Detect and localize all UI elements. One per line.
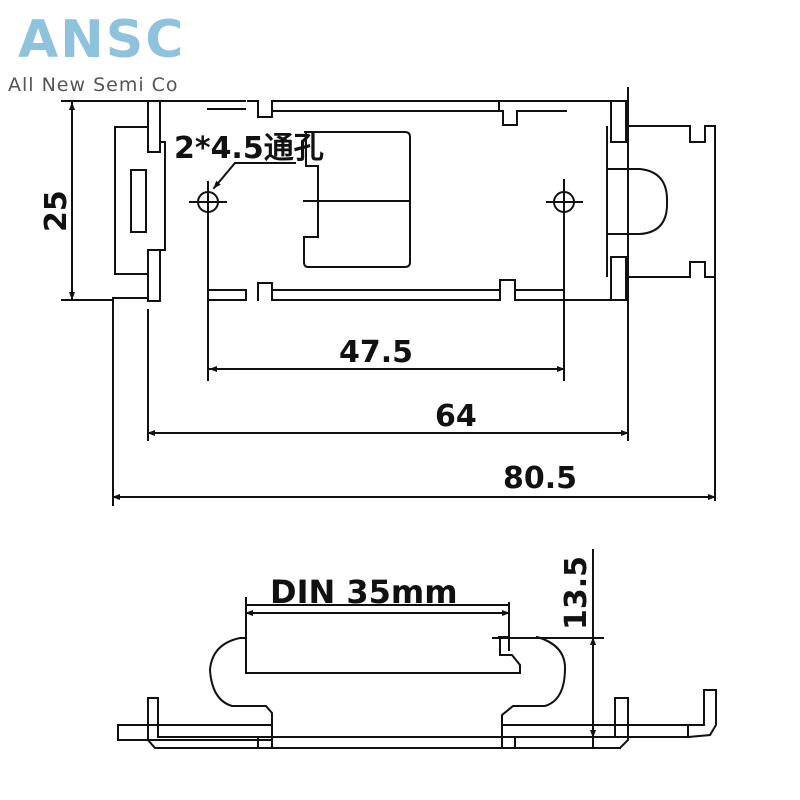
height-dimension-label: 25 — [39, 190, 74, 232]
company-name: All New Semi Co — [8, 74, 179, 96]
side-view — [117, 549, 717, 750]
top-view — [61, 87, 716, 506]
body-width-label: 64 — [435, 399, 477, 434]
side-height-dimension-label: 13.5 — [559, 556, 594, 630]
din-rail-dimension-label: DIN 35mm — [270, 573, 458, 611]
overall-width-label: 80.5 — [503, 461, 577, 496]
hole-spacing-label: 47.5 — [339, 335, 413, 370]
brand-logo: ANSC All New Semi Co — [8, 8, 214, 98]
hole-callout-label: 2*4.5通孔 — [174, 131, 324, 166]
logo-mark: ANSC — [18, 10, 186, 70]
